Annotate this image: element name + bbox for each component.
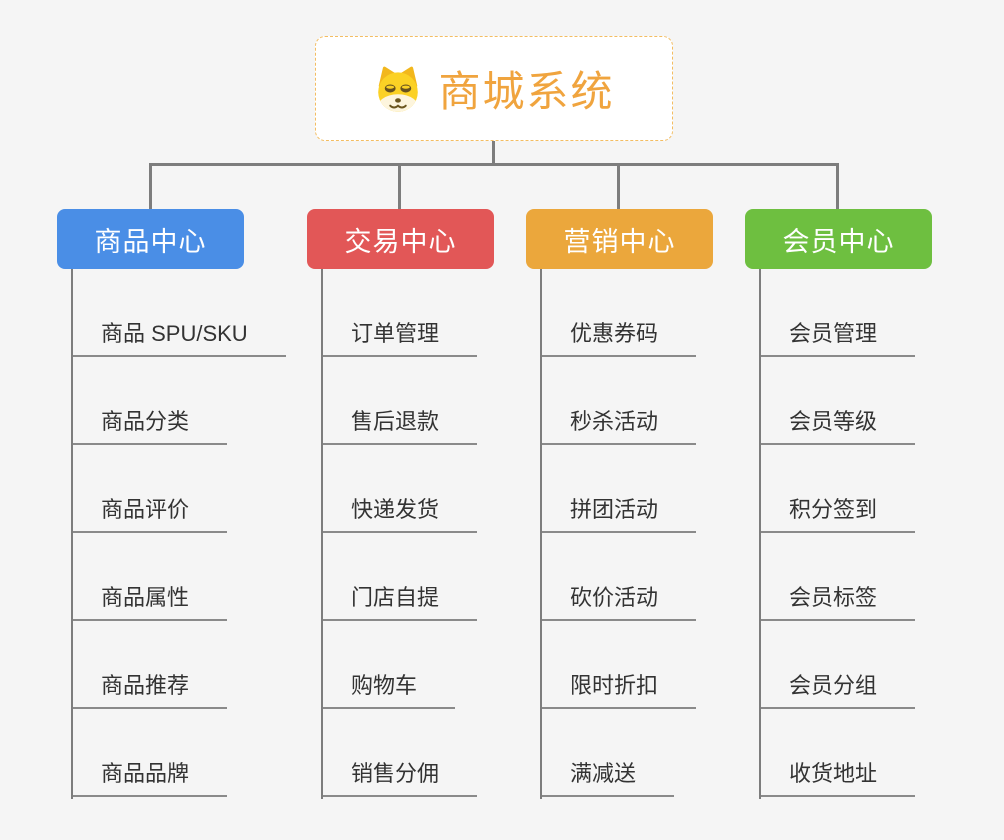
- leaf-node[interactable]: 优惠券码: [542, 321, 697, 357]
- root-title: 商城系统: [438, 68, 615, 115]
- leaf-node[interactable]: 收货地址: [761, 761, 916, 797]
- leaf-node[interactable]: 商品评价: [73, 497, 228, 533]
- branch-label: 会员中心: [782, 226, 895, 257]
- leaf-node[interactable]: 会员标签: [761, 585, 916, 621]
- leaf-node[interactable]: 购物车: [323, 673, 456, 709]
- branch-node-member[interactable]: 会员中心: [745, 209, 932, 269]
- leaf-node[interactable]: 秒杀活动: [542, 409, 697, 445]
- leaf-node[interactable]: 积分签到: [761, 497, 916, 533]
- branch-label: 交易中心: [344, 226, 457, 257]
- connector-drop-2: [398, 163, 401, 210]
- leaf-node[interactable]: 售后退款: [323, 409, 478, 445]
- leaf-node[interactable]: 会员等级: [761, 409, 916, 445]
- branch-label: 营销中心: [563, 226, 676, 257]
- leaf-node[interactable]: 商品属性: [73, 585, 228, 621]
- connector-drop-4: [836, 163, 839, 210]
- leaf-node[interactable]: 限时折扣: [542, 673, 697, 709]
- leaf-node[interactable]: 销售分佣: [323, 761, 478, 797]
- leaf-node[interactable]: 砍价活动: [542, 585, 697, 621]
- leaf-node[interactable]: 会员管理: [761, 321, 916, 357]
- leaf-node[interactable]: 会员分组: [761, 673, 916, 709]
- connector-drop-1: [149, 163, 152, 210]
- connector-drop-3: [617, 163, 620, 210]
- leaf-node[interactable]: 门店自提: [323, 585, 478, 621]
- branch-node-trade[interactable]: 交易中心: [307, 209, 494, 269]
- leaf-node[interactable]: 快递发货: [323, 497, 478, 533]
- connector-root-stem: [492, 141, 495, 164]
- doge-icon: [378, 66, 419, 112]
- leaf-column-member: 会员管理 会员等级 积分签到 会员标签 会员分组 收货地址: [759, 269, 1004, 799]
- branch-label: 商品中心: [94, 226, 207, 257]
- leaf-column-marketing: 优惠券码 秒杀活动 拼团活动 砍价活动 限时折扣 满减送: [540, 269, 830, 799]
- leaf-column-product: 商品 SPU/SKU 商品分类 商品评价 商品属性 商品推荐 商品品牌: [71, 269, 361, 799]
- leaf-node[interactable]: 订单管理: [323, 321, 478, 357]
- root-node-mall-system[interactable]: 商城系统: [315, 36, 673, 141]
- leaf-node[interactable]: 商品 SPU/SKU: [73, 321, 286, 357]
- connector-horizontal: [149, 163, 839, 166]
- branch-node-marketing[interactable]: 营销中心: [526, 209, 713, 269]
- branch-node-product[interactable]: 商品中心: [57, 209, 244, 269]
- leaf-node[interactable]: 满减送: [542, 761, 675, 797]
- leaf-node[interactable]: 商品品牌: [73, 761, 228, 797]
- leaf-column-trade: 订单管理 售后退款 快递发货 门店自提 购物车 销售分佣: [321, 269, 611, 799]
- leaf-node[interactable]: 商品推荐: [73, 673, 228, 709]
- leaf-node[interactable]: 商品分类: [73, 409, 228, 445]
- leaf-node[interactable]: 拼团活动: [542, 497, 697, 533]
